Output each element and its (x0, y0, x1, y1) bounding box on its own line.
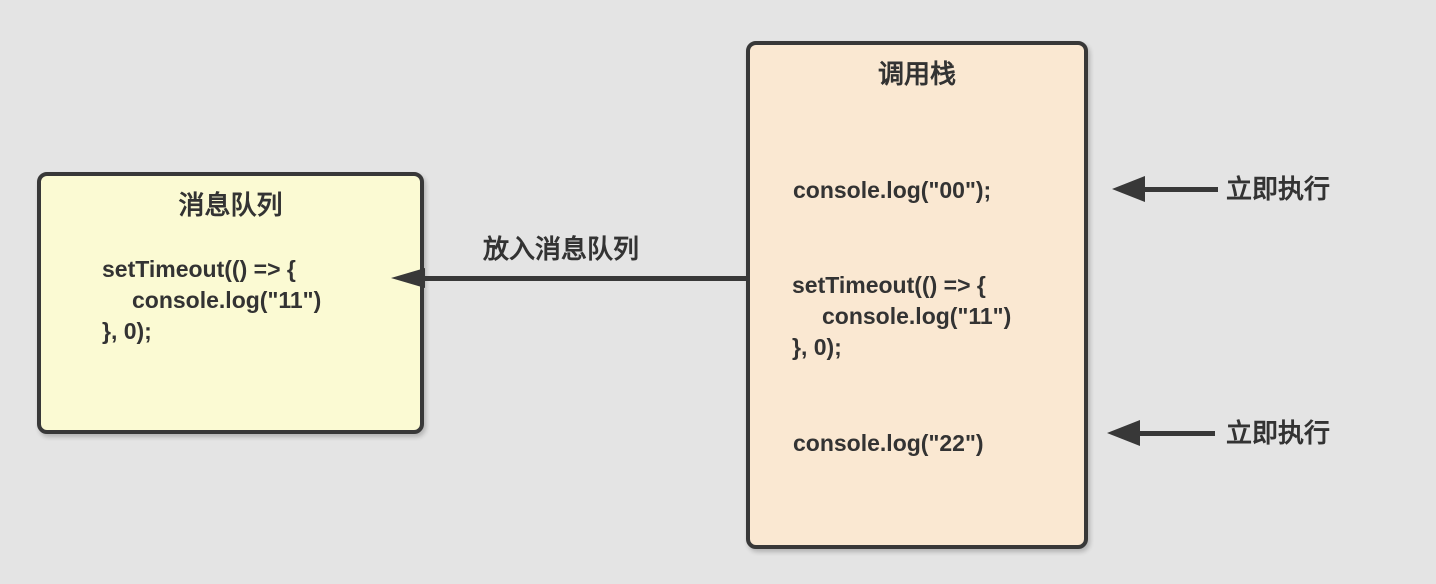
code-line: }, 0); (102, 318, 152, 344)
left-arrowhead-icon (391, 268, 425, 288)
left-arrowhead-icon (1107, 420, 1140, 446)
call-stack-title: 调用栈 (877, 59, 956, 89)
message-queue-box: 消息队列 setTimeout(() => { console.log("11"… (37, 172, 424, 434)
transfer-arrow-line (424, 276, 746, 281)
call-stack-box: 调用栈 console.log("00"); setTimeout(() => … (746, 41, 1088, 549)
left-arrowhead-icon (1112, 176, 1145, 202)
call-stack-statement-1: console.log("00"); (793, 175, 991, 206)
transfer-arrow-label: 放入消息队列 (482, 234, 639, 264)
exec-arrow-label: 立即执行 (1226, 418, 1331, 448)
call-stack-settimeout-block: setTimeout(() => { console.log("11") }, … (792, 270, 1011, 363)
code-line: setTimeout(() => { (102, 256, 296, 282)
message-queue-title: 消息队列 (178, 190, 283, 220)
code-line: console.log("00"); (793, 177, 992, 203)
code-line: }, 0); (792, 334, 842, 360)
exec-arrow-line (1135, 431, 1215, 436)
code-line: console.log("11") (132, 287, 322, 313)
exec-arrow-line (1140, 187, 1218, 192)
code-line: setTimeout(() => { (792, 272, 986, 298)
code-line: console.log("22") (793, 430, 984, 456)
message-queue-code: setTimeout(() => { console.log("11") }, … (102, 254, 321, 347)
exec-arrow-label: 立即执行 (1226, 174, 1331, 204)
code-line: console.log("11") (822, 303, 1012, 329)
call-stack-statement-3: console.log("22") (793, 428, 984, 459)
